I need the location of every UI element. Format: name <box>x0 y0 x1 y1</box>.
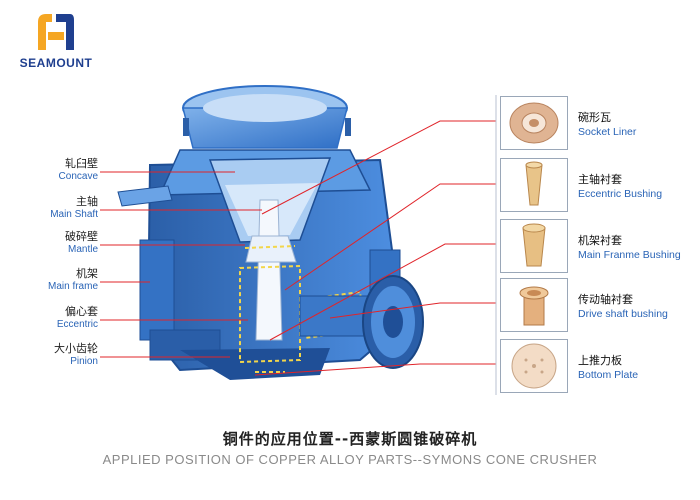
main-frame-bushing-icon <box>522 223 546 267</box>
right-leader-lines <box>254 120 496 376</box>
part-eccentric-bushing: 主轴衬套 Eccentric Bushing <box>578 172 698 202</box>
part-thumb-eccentric-bushing <box>500 158 568 212</box>
label-cn: 主轴 <box>76 195 98 208</box>
label-en: Concave <box>58 171 98 182</box>
drive-shaft-bushing-icon <box>519 286 549 326</box>
left-leader-lines <box>100 171 262 358</box>
label-cn: 破碎壁 <box>65 230 98 243</box>
part-cn: 上推力板 <box>578 354 622 367</box>
seamount-logo-icon <box>38 14 74 50</box>
label-cn: 机架 <box>76 267 98 280</box>
part-thumb-drive-shaft-bushing <box>500 278 568 332</box>
caption-chinese: 铜件的应用位置--西蒙斯圆锥破碎机 <box>222 430 478 448</box>
part-cn: 机架衬套 <box>578 234 622 247</box>
part-cn: 碗形瓦 <box>578 111 611 124</box>
label-eccentric: 偏心套 Eccentric <box>2 305 98 331</box>
label-pinion: 大小齿轮 Pinion <box>2 342 98 368</box>
brand-logo: SEAMOUNT <box>14 12 98 72</box>
part-bottom-plate: 上推力板 Bottom Plate <box>578 353 698 383</box>
hopper <box>182 85 351 149</box>
label-en: Mantle <box>67 244 98 255</box>
drive-pulley <box>299 275 424 369</box>
label-cn: 轧臼壁 <box>65 157 98 170</box>
part-en: Main Franme Bushing <box>578 249 681 261</box>
part-thumb-bottom-plate <box>500 339 568 393</box>
label-en: Main frame <box>47 281 98 292</box>
main-shaft <box>245 199 297 341</box>
label-cn: 大小齿轮 <box>54 342 98 355</box>
part-thumb-socket-liner <box>500 96 568 150</box>
label-en: Main Shaft <box>50 209 98 220</box>
eccentric-bushing-icon <box>525 161 543 206</box>
label-main-shaft: 主轴 Main Shaft <box>2 195 98 221</box>
part-en: Eccentric Bushing <box>578 188 663 200</box>
label-concave: 轧臼壁 Concave <box>2 157 98 183</box>
part-drive-shaft-bushing: 传动轴衬套 Drive shaft bushing <box>578 292 698 322</box>
label-mantle: 破碎壁 Mantle <box>2 230 98 256</box>
part-socket-liner: 碗形瓦 Socket Liner <box>578 110 698 140</box>
part-thumb-main-frame-bushing <box>500 219 568 273</box>
caption-english: APPLIED POSITION OF COPPER ALLOY PARTS--… <box>102 452 598 467</box>
label-main-frame: 机架 Main frame <box>2 267 98 293</box>
part-cn: 传动轴衬套 <box>578 293 633 306</box>
part-en: Drive shaft bushing <box>578 308 668 320</box>
label-cn: 偏心套 <box>65 305 98 318</box>
part-en: Socket Liner <box>578 126 637 138</box>
brand-name: SEAMOUNT <box>19 56 93 70</box>
label-en: Eccentric <box>56 319 98 330</box>
label-en: Pinion <box>70 356 98 367</box>
part-cn: 主轴衬套 <box>578 173 622 186</box>
part-main-frame-bushing: 机架衬套 Main Franme Bushing <box>578 233 698 263</box>
part-en: Bottom Plate <box>578 369 639 381</box>
bottom-plate-icon <box>511 343 557 389</box>
socket-liner-icon <box>509 102 559 144</box>
